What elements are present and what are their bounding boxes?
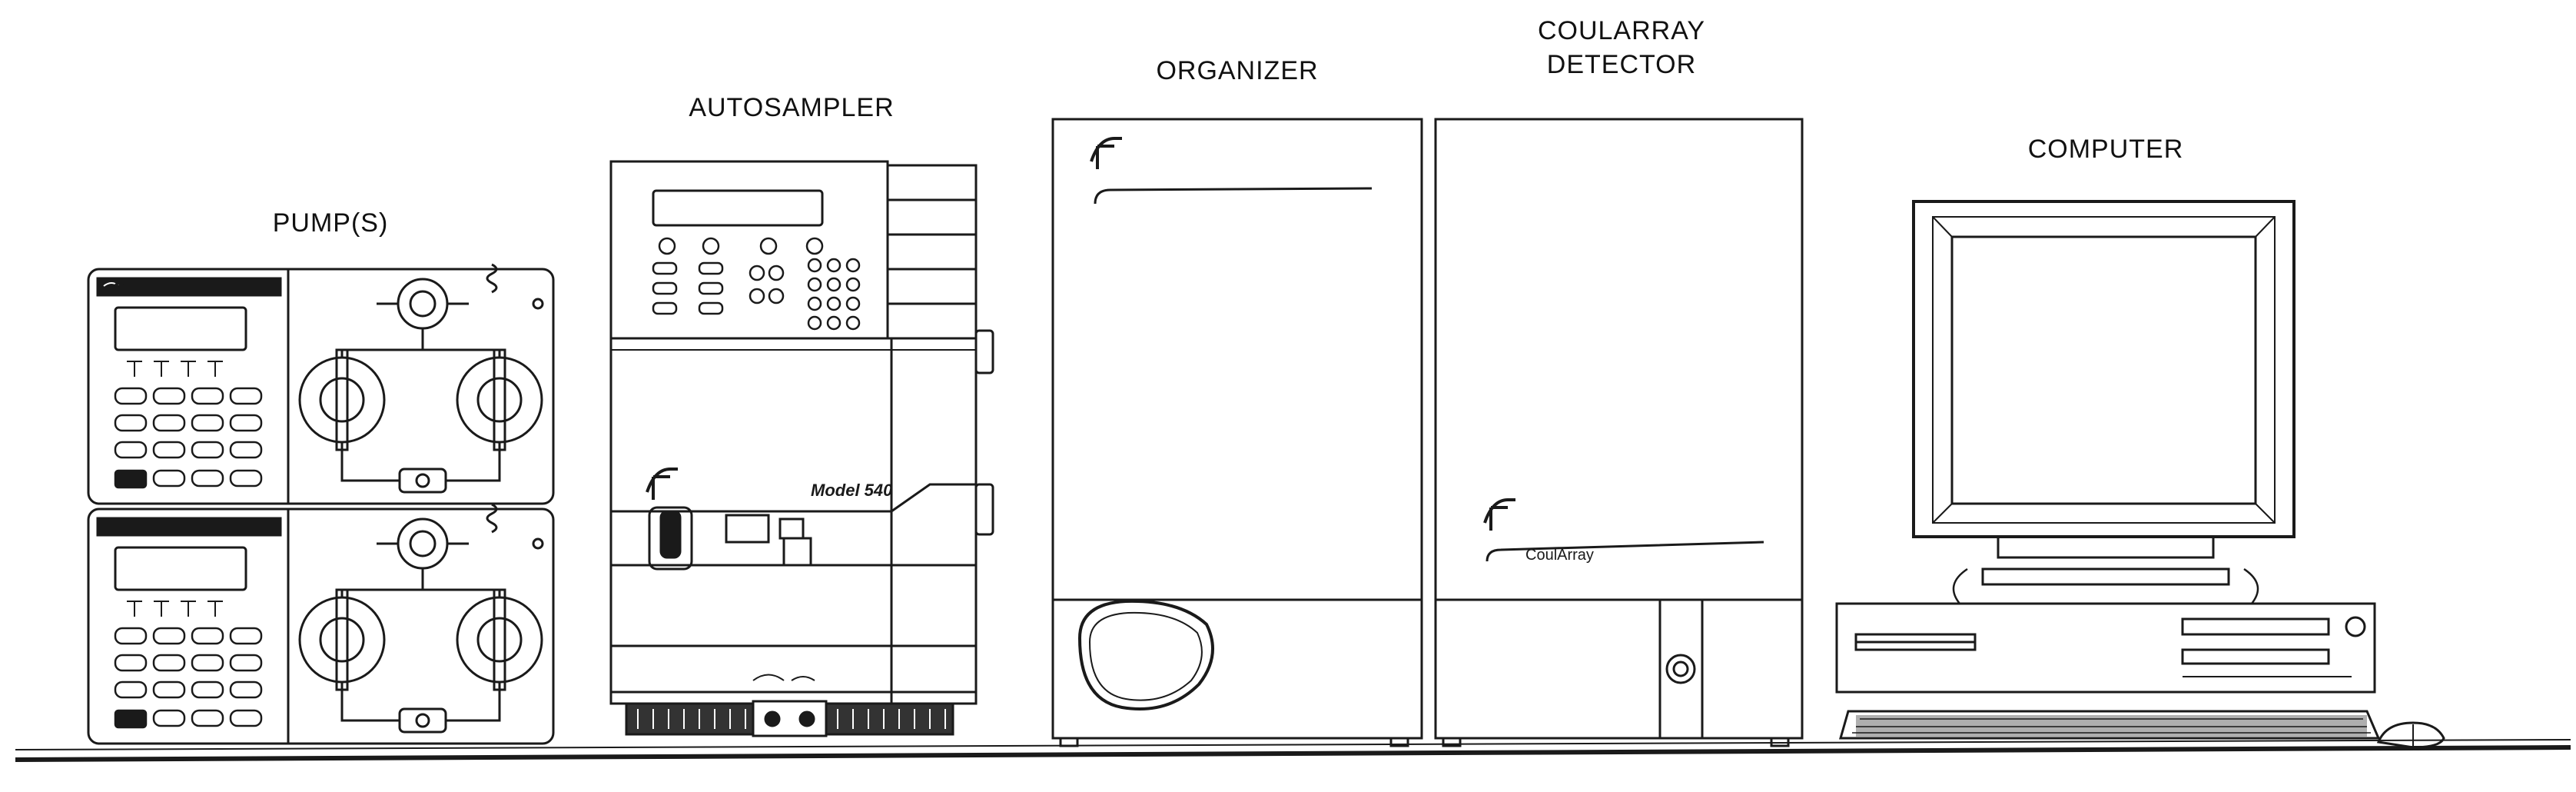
computer xyxy=(1835,200,2445,749)
coularray-detector xyxy=(1434,118,1804,747)
autosampler-model-text: Model 540 xyxy=(811,481,893,500)
autosampler-logo-icon xyxy=(646,468,678,500)
detector-brand-text: CoulArray xyxy=(1525,547,1594,564)
detector-logo-icon xyxy=(1483,498,1515,531)
label-computer: COMPUTER xyxy=(2027,135,2184,164)
label-autosampler: AUTOSAMPLER xyxy=(689,93,895,122)
pump-lower xyxy=(87,503,555,745)
organizer-logo-icon xyxy=(1090,137,1122,169)
autosampler xyxy=(609,160,994,737)
label-coularray-detector: COULARRAY DETECTOR xyxy=(1537,16,1706,79)
organizer xyxy=(1051,118,1423,747)
bench xyxy=(15,739,2571,762)
label-organizer: ORGANIZER xyxy=(1156,56,1319,85)
pump-upper xyxy=(87,263,555,505)
pump-stack xyxy=(87,263,555,745)
esa-flag-logo-icon xyxy=(114,277,127,288)
label-pumps: PUMP(S) xyxy=(272,208,389,238)
